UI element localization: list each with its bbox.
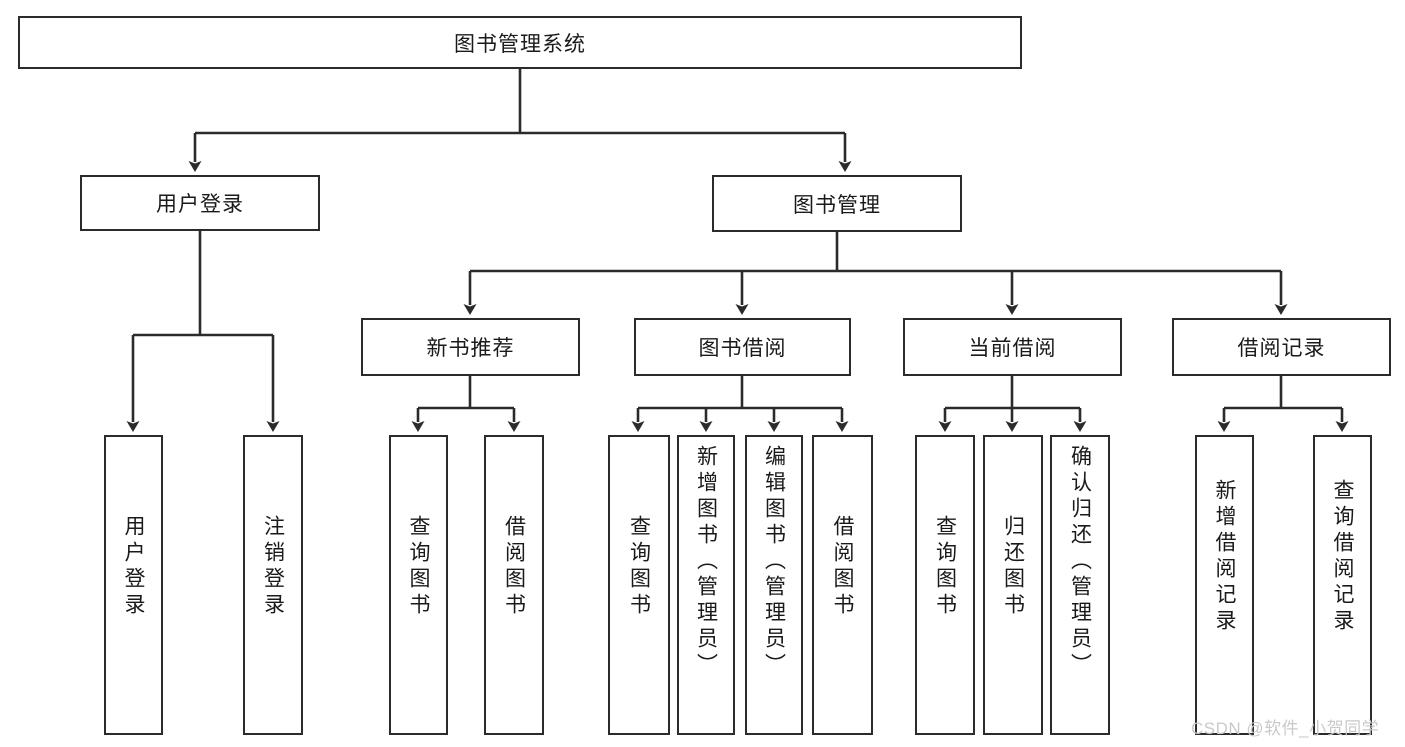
node-leaf-borrow-book[interactable]: 借阅图书	[812, 435, 873, 735]
node-leaf-query-borrow-record[interactable]: 查询借阅记录	[1313, 435, 1372, 735]
node-label: 当前借阅	[968, 337, 1057, 360]
node-label: 新增图书（管理员）	[694, 445, 718, 679]
node-label: 确认归还（管理员）	[1068, 445, 1092, 679]
node-leaf-query-book-recommend[interactable]: 查询图书	[389, 435, 448, 735]
node-label: 用户登录	[122, 515, 145, 619]
node-borrow-record[interactable]: 借阅记录	[1172, 318, 1391, 376]
node-leaf-add-borrow-record[interactable]: 新增借阅记录	[1195, 435, 1254, 735]
node-leaf-logout[interactable]: 注销登录	[243, 435, 303, 735]
node-label: 用户登录	[156, 193, 244, 216]
node-leaf-borrow-book-recommend[interactable]: 借阅图书	[484, 435, 544, 735]
node-book-borrow[interactable]: 图书借阅	[634, 318, 851, 376]
node-label: 查询图书	[407, 515, 430, 619]
node-label: 查询图书	[627, 515, 651, 619]
csdn-watermark: CSDN @软件_小贺同学	[1191, 719, 1380, 738]
node-current-borrow[interactable]: 当前借阅	[903, 318, 1122, 376]
node-leaf-edit-book-admin[interactable]: 编辑图书（管理员）	[745, 435, 803, 735]
node-label: 新书推荐	[426, 337, 515, 360]
node-label: 借阅记录	[1237, 337, 1326, 360]
node-label: 图书借阅	[698, 337, 787, 360]
node-label: 查询图书	[933, 515, 957, 619]
node-label: 借阅图书	[831, 515, 854, 619]
node-label: 借阅图书	[502, 515, 526, 619]
node-user-login[interactable]: 用户登录	[80, 175, 320, 231]
node-label: 编辑图书（管理员）	[762, 445, 786, 679]
node-leaf-return-book[interactable]: 归还图书	[983, 435, 1043, 735]
node-root-book-management-system[interactable]: 图书管理系统	[18, 16, 1022, 69]
node-leaf-user-login[interactable]: 用户登录	[104, 435, 163, 735]
node-label: 查询借阅记录	[1331, 479, 1354, 635]
node-leaf-query-book-borrow[interactable]: 查询图书	[608, 435, 670, 735]
node-leaf-confirm-return-admin[interactable]: 确认归还（管理员）	[1050, 435, 1110, 735]
node-label: 归还图书	[1001, 515, 1025, 619]
node-label: 新增借阅记录	[1213, 479, 1236, 635]
node-book-manage[interactable]: 图书管理	[712, 175, 962, 232]
node-leaf-add-book-admin[interactable]: 新增图书（管理员）	[677, 435, 735, 735]
node-new-book-recommend[interactable]: 新书推荐	[361, 318, 580, 376]
node-label: 注销登录	[261, 515, 285, 619]
node-label: 图书管理	[793, 193, 881, 217]
node-label: 图书管理系统	[454, 32, 586, 56]
node-leaf-query-book-current[interactable]: 查询图书	[915, 435, 975, 735]
